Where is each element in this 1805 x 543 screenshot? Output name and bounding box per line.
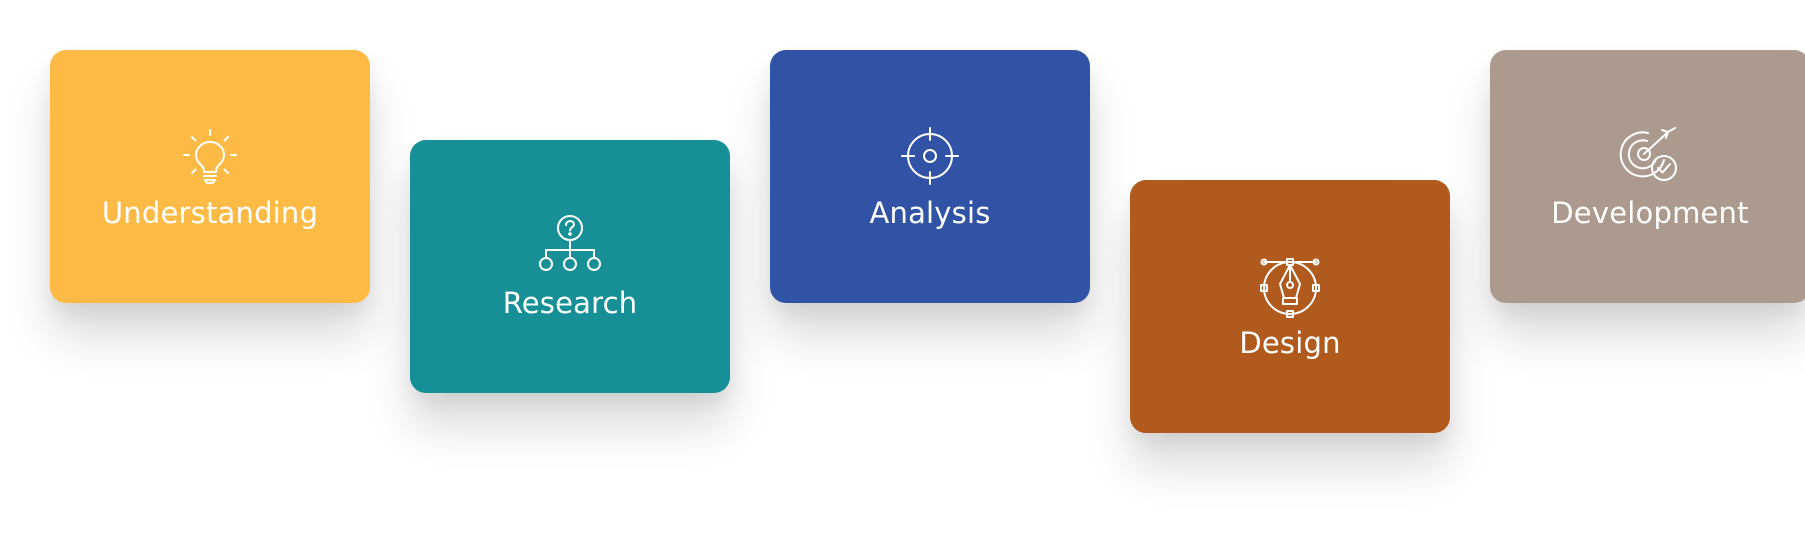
hierarchy-question-icon bbox=[538, 214, 602, 278]
crosshair-target-icon bbox=[898, 124, 962, 188]
card-label-analysis: Analysis bbox=[869, 195, 991, 230]
card-understanding[interactable]: Understanding bbox=[50, 50, 370, 303]
card-research[interactable]: Research bbox=[410, 140, 730, 393]
card-design[interactable]: Design bbox=[1130, 180, 1450, 433]
card-label-development: Development bbox=[1551, 195, 1749, 230]
lightbulb-icon bbox=[178, 124, 242, 188]
target-check-icon bbox=[1618, 124, 1682, 188]
card-development[interactable]: Development bbox=[1490, 50, 1805, 303]
card-analysis[interactable]: Analysis bbox=[770, 50, 1090, 303]
pen-tool-icon bbox=[1258, 254, 1322, 318]
card-label-design: Design bbox=[1239, 325, 1341, 360]
card-label-understanding: Understanding bbox=[101, 195, 319, 230]
card-label-research: Research bbox=[502, 285, 638, 320]
